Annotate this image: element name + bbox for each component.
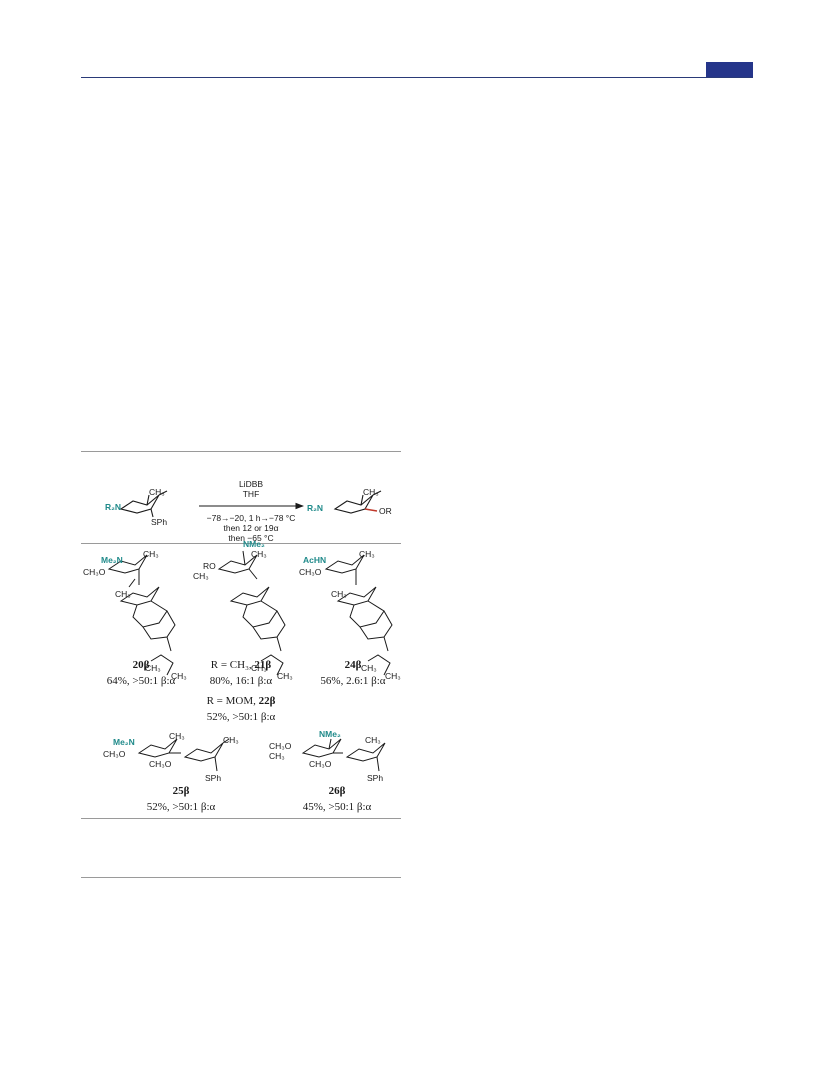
c24-amine: AcHN — [303, 555, 327, 565]
c21-yield: 80%, 16:1 β:α — [209, 675, 273, 687]
c21-ch3c: CH₃ — [251, 663, 267, 673]
c21-ro: RO — [203, 561, 216, 571]
scheme-top-rule — [81, 451, 401, 452]
c25-mid-methoxy: CH₃O — [149, 759, 172, 769]
c24-ch3b: CH₃ — [331, 589, 347, 599]
reactant-ring — [119, 490, 168, 518]
c20-amine: Me₂N — [101, 555, 123, 565]
c26-mid-methoxy: CH₃O — [309, 759, 332, 769]
c24-ch3d: CH₃ — [385, 671, 401, 681]
c21-amine: NMe₂ — [243, 539, 265, 549]
scheme-caption-rule — [81, 877, 401, 878]
c26-ch3: CH₃ — [269, 751, 285, 761]
c20-ch3b: CH₃ — [115, 589, 131, 599]
c22-yield: 52%, >50:1 β:α — [206, 711, 276, 723]
c25-yield: 52%, >50:1 β:α — [146, 801, 216, 813]
condition-temperature: −78→−20, 1 h→−78 °C — [206, 513, 296, 523]
scheme-divider-rule — [81, 543, 401, 544]
c20-ch3d: CH₃ — [171, 671, 187, 681]
c26-amine: NMe₂ — [319, 729, 341, 739]
c20-ch3: CH₃ — [143, 549, 159, 559]
c20-methoxy: CH₃O — [83, 567, 106, 577]
c20-yield: 64%, >50:1 β:α — [106, 675, 176, 687]
product-ch3: CH₃ — [363, 487, 379, 497]
c26-yield: 45%, >50:1 β:α — [302, 801, 372, 813]
c20-ch3c: CH₃ — [145, 663, 161, 673]
c24-id: 24β — [344, 659, 362, 671]
c21-ring-ch3: CH₃ — [251, 549, 267, 559]
reagent-lidbb: LiDBB — [238, 479, 264, 489]
header-rule — [81, 77, 753, 78]
c24-methoxy: CH₃O — [299, 567, 322, 577]
c25-ch3: CH₃ — [169, 731, 185, 741]
c25-amine: Me₂N — [113, 737, 135, 747]
c26-id: 26β — [328, 785, 346, 797]
c26-sph: SPh — [367, 773, 384, 783]
compound-24b-skeleton — [324, 554, 393, 676]
compound-20b-skeleton — [107, 554, 176, 676]
c22-id: R = MOM, 22β — [206, 695, 276, 707]
product-or: OR — [379, 506, 392, 516]
condition-final: then −65 °C — [228, 533, 274, 543]
c21-ch3d: CH₃ — [277, 671, 293, 681]
header-page-tab — [706, 62, 753, 77]
c21-ch3: CH₃ — [193, 571, 209, 581]
condition-donor: then 12 or 19α — [223, 523, 279, 533]
c24-ch3c: CH₃ — [361, 663, 377, 673]
scheme-bottom-rule — [81, 818, 401, 819]
structure-drawings — [107, 490, 393, 772]
product-ring — [333, 490, 382, 514]
glycosylation-scheme: R₂N CH₃ SPh LiDBB THF −78→−20, 1 h→−78 °… — [81, 451, 401, 881]
c26-ch3b: CH₃ — [365, 735, 381, 745]
reactant-ch3: CH₃ — [149, 487, 165, 497]
c25-ch3b: CH₃ — [223, 735, 239, 745]
compound-26b-skeleton — [301, 738, 386, 772]
compound-21b-skeleton — [217, 550, 286, 676]
reactant-r2n: R₂N — [105, 502, 122, 512]
c25-id: 25β — [172, 785, 190, 797]
c20-id: 20β — [132, 659, 150, 671]
c24-yield: 56%, 2.6:1 β:α — [320, 675, 386, 687]
compound-25b-skeleton — [137, 738, 230, 772]
product-r2n: R₂N — [307, 503, 324, 513]
reactant-sph: SPh — [151, 517, 168, 527]
reagent-thf: THF — [242, 489, 260, 499]
c24-ch3: CH₃ — [359, 549, 375, 559]
c21-id: R = CH₃, 21β — [210, 659, 272, 671]
c25-sph: SPh — [205, 773, 222, 783]
c25-methoxy: CH₃O — [103, 749, 126, 759]
c26-methoxy: CH₃O — [269, 741, 292, 751]
